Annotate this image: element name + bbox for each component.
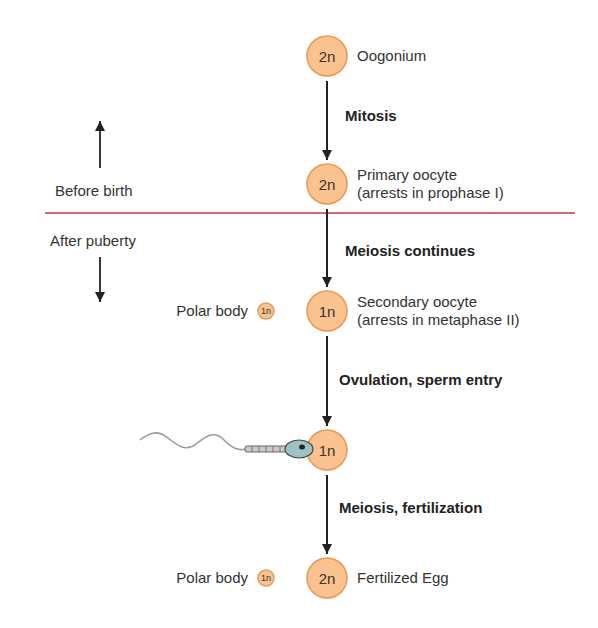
cell-body (307, 36, 347, 76)
cell-circle: 2nPrimary oocyte (arrests in prophase I) (306, 163, 348, 205)
process-arrow (326, 475, 328, 554)
polar-body-circle: 1nPolar body (257, 302, 275, 320)
process-label: Mitosis (345, 107, 397, 124)
ploidy-label: 1n (257, 569, 275, 587)
cell-name: Oogonium (357, 47, 426, 65)
ploidy-label: 1n (306, 429, 348, 471)
sperm-head (285, 440, 313, 458)
ploidy-label: 2n (306, 557, 348, 599)
cell-body (307, 291, 347, 331)
cell-body (307, 558, 347, 598)
ploidy-label: 2n (306, 163, 348, 205)
cell-body (258, 570, 274, 586)
process-label: Meiosis, fertilization (339, 499, 482, 516)
polar-body-circle: 1nPolar body (257, 569, 275, 587)
cell-circle: 2nFertilized Egg (306, 557, 348, 599)
sperm-midpiece-stripes (252, 446, 280, 452)
cell-name: Secondary oocyte (arrests in metaphase I… (357, 293, 527, 329)
time-label: After puberty (50, 232, 136, 249)
cell-name: Polar body (176, 569, 248, 587)
process-arrow (326, 209, 328, 287)
process-label: Ovulation, sperm entry (339, 371, 502, 388)
cell-name: Primary oocyte (arrests in prophase I) (357, 166, 508, 202)
down-time-arrow (99, 257, 101, 302)
sperm-midpiece (245, 446, 287, 452)
cell-body (307, 430, 347, 470)
cell-circle: 1n (306, 429, 348, 471)
cell-circle: 2nOogonium (306, 35, 348, 77)
cell-name: Polar body (176, 302, 248, 320)
cell-circle: 1nSecondary oocyte (arrests in metaphase… (306, 290, 348, 332)
cell-name: Fertilized Egg (357, 569, 449, 587)
process-label: Meiosis continues (345, 242, 475, 259)
up-time-arrow (99, 121, 101, 168)
ploidy-label: 1n (306, 290, 348, 332)
ploidy-label: 1n (257, 302, 275, 320)
birth-divider-line (45, 212, 575, 214)
process-arrow (326, 81, 328, 160)
time-label: Before birth (55, 182, 133, 199)
ploidy-label: 2n (306, 35, 348, 77)
cell-body (258, 303, 274, 319)
sperm-nucleus (299, 445, 305, 450)
sperm-tail (140, 433, 246, 450)
process-arrow (326, 336, 328, 426)
cell-body (307, 164, 347, 204)
